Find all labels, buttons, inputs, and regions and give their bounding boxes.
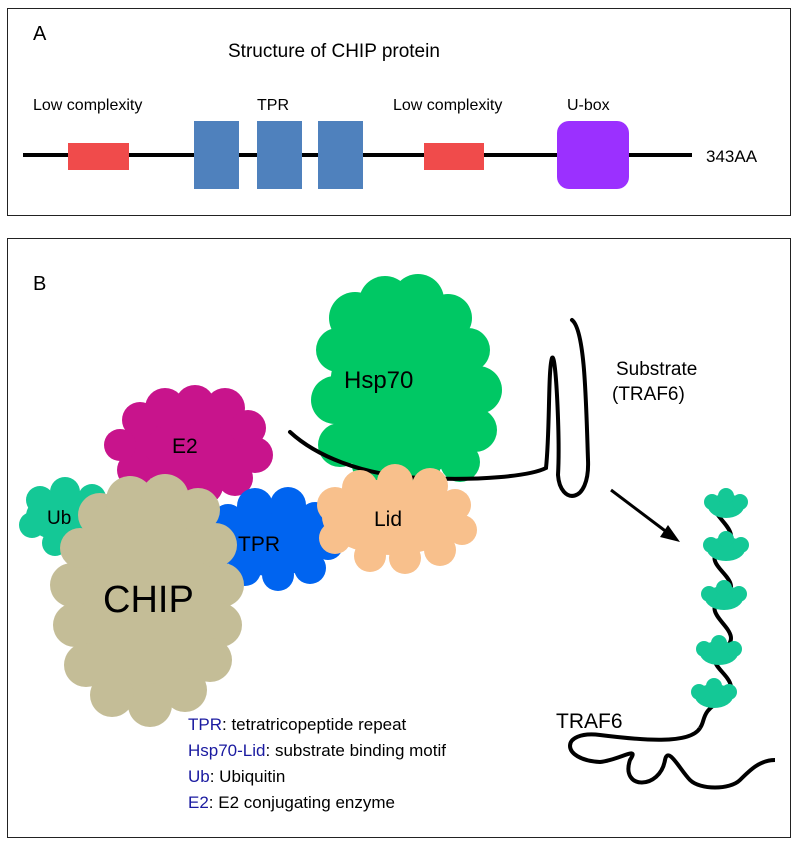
panel-a-title: Structure of CHIP protein	[228, 41, 440, 62]
arrow-shaft	[610, 488, 669, 535]
ub-label: Ub	[47, 508, 71, 529]
legend-item-1: TPR: tetratricopeptide repeat	[188, 715, 407, 734]
tpr-blob	[207, 487, 343, 591]
legend-item-3: Ub: Ubiquitin	[188, 767, 285, 786]
legend-term: E2	[188, 793, 209, 812]
legend-term: Hsp70-Lid	[188, 741, 266, 760]
ubiquitin-chain	[691, 488, 749, 708]
arrow-head	[660, 525, 680, 542]
low-complexity-label-2: Low complexity	[393, 97, 502, 114]
legend-desc: : substrate binding motif	[266, 741, 447, 760]
ubiquitin-3	[701, 580, 747, 610]
legend-term: Ub	[188, 767, 210, 786]
legend-desc: : tetratricopeptide repeat	[222, 715, 407, 734]
chip-blob	[50, 474, 244, 727]
lid-blob	[317, 464, 477, 574]
ubiquitin-2	[703, 531, 749, 561]
tpr-domain-2	[257, 121, 302, 189]
ubiquitin-4	[696, 635, 742, 665]
legend-term: TPR	[188, 715, 222, 734]
tpr-domain-3	[318, 121, 363, 189]
ubox-domain	[557, 121, 629, 189]
panel-a	[7, 8, 791, 216]
low-complexity-label-1: Low complexity	[33, 97, 142, 114]
low-complexity-domain-1	[68, 143, 129, 170]
traf6-label: TRAF6	[556, 710, 623, 733]
e2-blob	[104, 385, 273, 504]
hsp70-blob	[311, 274, 502, 490]
legend-desc: : Ubiquitin	[210, 767, 286, 786]
tpr-domain-label: TPR	[257, 97, 289, 114]
e2-label: E2	[172, 435, 198, 458]
ubiquitin-1	[704, 488, 748, 518]
lid-label: Lid	[374, 508, 402, 531]
ubiquitin-5	[691, 678, 737, 708]
traf6-tail	[568, 726, 776, 790]
ubox-label: U-box	[567, 97, 610, 114]
legend: TPR: tetratricopeptide repeat Hsp70-Lid:…	[188, 715, 446, 812]
tpr-blob-label: TPR	[238, 533, 280, 556]
low-complexity-domain-2	[424, 143, 484, 170]
legend-item-2: Hsp70-Lid: substrate binding motif	[188, 741, 446, 760]
panel-b-letter: B	[33, 273, 46, 295]
length-label: 343AA	[706, 147, 758, 166]
chip-label: CHIP	[103, 579, 194, 621]
hsp70-label: Hsp70	[344, 367, 413, 394]
legend-desc: : E2 conjugating enzyme	[209, 793, 395, 812]
tpr-domain-1	[194, 121, 239, 189]
substrate-label-2: (TRAF6)	[612, 384, 685, 405]
substrate-label-1: Substrate	[616, 359, 697, 380]
legend-item-4: E2: E2 conjugating enzyme	[188, 793, 395, 812]
panel-a-letter: A	[33, 23, 47, 45]
